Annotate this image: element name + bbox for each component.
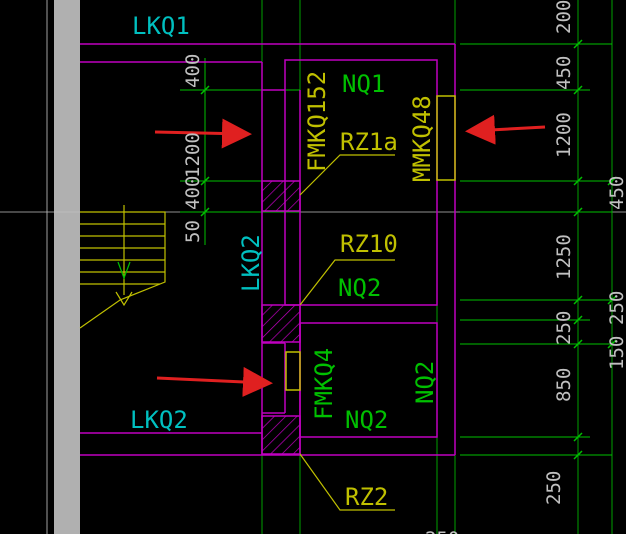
column-rz2 (261, 415, 301, 455)
beam-label-top: LKQ1 (132, 12, 190, 40)
red-arrow-1 (154, 118, 252, 149)
dim-outer-150: 150 (606, 336, 626, 370)
door-label-fmkq152: FMKQ152 (303, 71, 331, 172)
dim-right-200: 200 (553, 0, 575, 34)
right-dim-ticks (573, 39, 617, 460)
dim-right-450: 450 (553, 56, 575, 90)
wall-label-nq1: NQ1 (342, 70, 385, 98)
wall-label-nq2-lower: NQ2 (345, 406, 388, 434)
column-rz10 (261, 304, 301, 343)
dim-right-250: 250 (553, 311, 575, 345)
dim-bottom-fragment: 250 (425, 528, 459, 534)
stair (79, 205, 166, 329)
dim-outer-450: 450 (606, 176, 626, 210)
right-dim-extension-lines (460, 43, 612, 456)
door-label-fmkq4: FMKQ4 (310, 348, 338, 420)
door-mmkq48-opening (436, 95, 456, 181)
column-label-rz2: RZ2 (345, 483, 388, 511)
door-label-mmkq48: MMKQ48 (408, 95, 436, 182)
dim-left-1200: 1200 (182, 132, 204, 178)
wall-label-nq2-side: NQ2 (411, 361, 439, 404)
wall-label-nq2-middle: NQ2 (338, 274, 381, 302)
door-fmkq4-opening (285, 351, 301, 391)
red-arrow-3 (156, 366, 273, 397)
beam-label-bottom: LKQ2 (130, 406, 188, 434)
dim-left-400-top: 400 (182, 54, 204, 88)
dim-left-50: 50 (182, 220, 204, 243)
leader-lines (299, 154, 395, 511)
dim-left-400-bottom: 400 (182, 176, 204, 210)
left-dim-ticks (200, 85, 210, 217)
column-rz1a (261, 180, 301, 212)
dim-right-250-bottom: 250 (543, 471, 565, 505)
walls (80, 43, 456, 456)
dim-right-850: 850 (553, 368, 575, 402)
red-arrow-2 (465, 114, 546, 145)
dim-right-1200: 1200 (553, 112, 575, 158)
column-label-rz1a: RZ1a (340, 128, 398, 156)
column-label-rz10: RZ10 (340, 230, 398, 258)
beam-label-vertical: LKQ2 (237, 234, 265, 292)
dim-right-1250: 1250 (553, 234, 575, 280)
dim-outer-250: 250 (606, 291, 626, 325)
left-edge-band (54, 0, 80, 534)
